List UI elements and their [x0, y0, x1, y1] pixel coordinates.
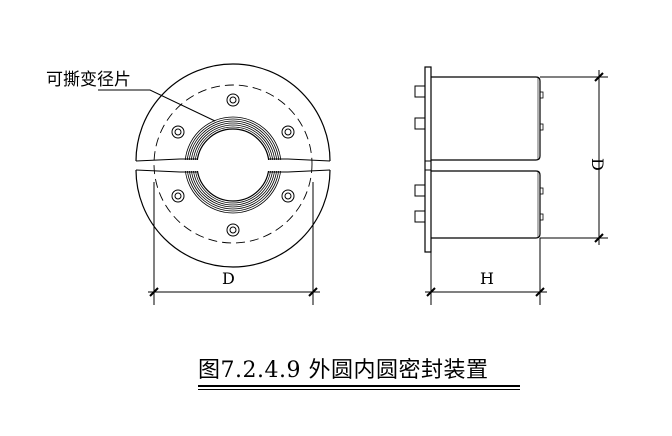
- dimension-d-front-label: D: [222, 269, 235, 288]
- flange-plate: [424, 66, 432, 253]
- bolt-hole: [281, 189, 295, 203]
- bolt-holes: [171, 93, 295, 237]
- caption-underline-thick: [198, 385, 520, 387]
- bolt-heads: [414, 85, 426, 223]
- figure-caption: 图7.2.4.9 外圆内圆密封装置: [198, 358, 489, 383]
- caption-underline-thin: [198, 389, 520, 390]
- bolt-circle: [153, 84, 313, 244]
- bolt-hole: [171, 189, 185, 203]
- bolt-hole: [281, 125, 295, 139]
- outer-flange-circle-top: [135, 63, 331, 162]
- label-leader: [98, 89, 216, 122]
- tear-off-sheets-label: 可撕变径片: [46, 70, 131, 90]
- side-view: [414, 66, 608, 305]
- outer-flange-circle-bottom: [135, 169, 331, 268]
- nuts: [539, 91, 544, 221]
- bolt-hole: [226, 93, 240, 107]
- bolt-hole: [226, 223, 240, 237]
- body-top-half: [431, 76, 541, 161]
- dimension-h-label: H: [480, 269, 494, 288]
- front-view: [98, 63, 331, 305]
- body-bottom-half: [431, 170, 541, 239]
- dimension-d-side-label: D: [588, 158, 607, 171]
- bolt-hole: [171, 125, 185, 139]
